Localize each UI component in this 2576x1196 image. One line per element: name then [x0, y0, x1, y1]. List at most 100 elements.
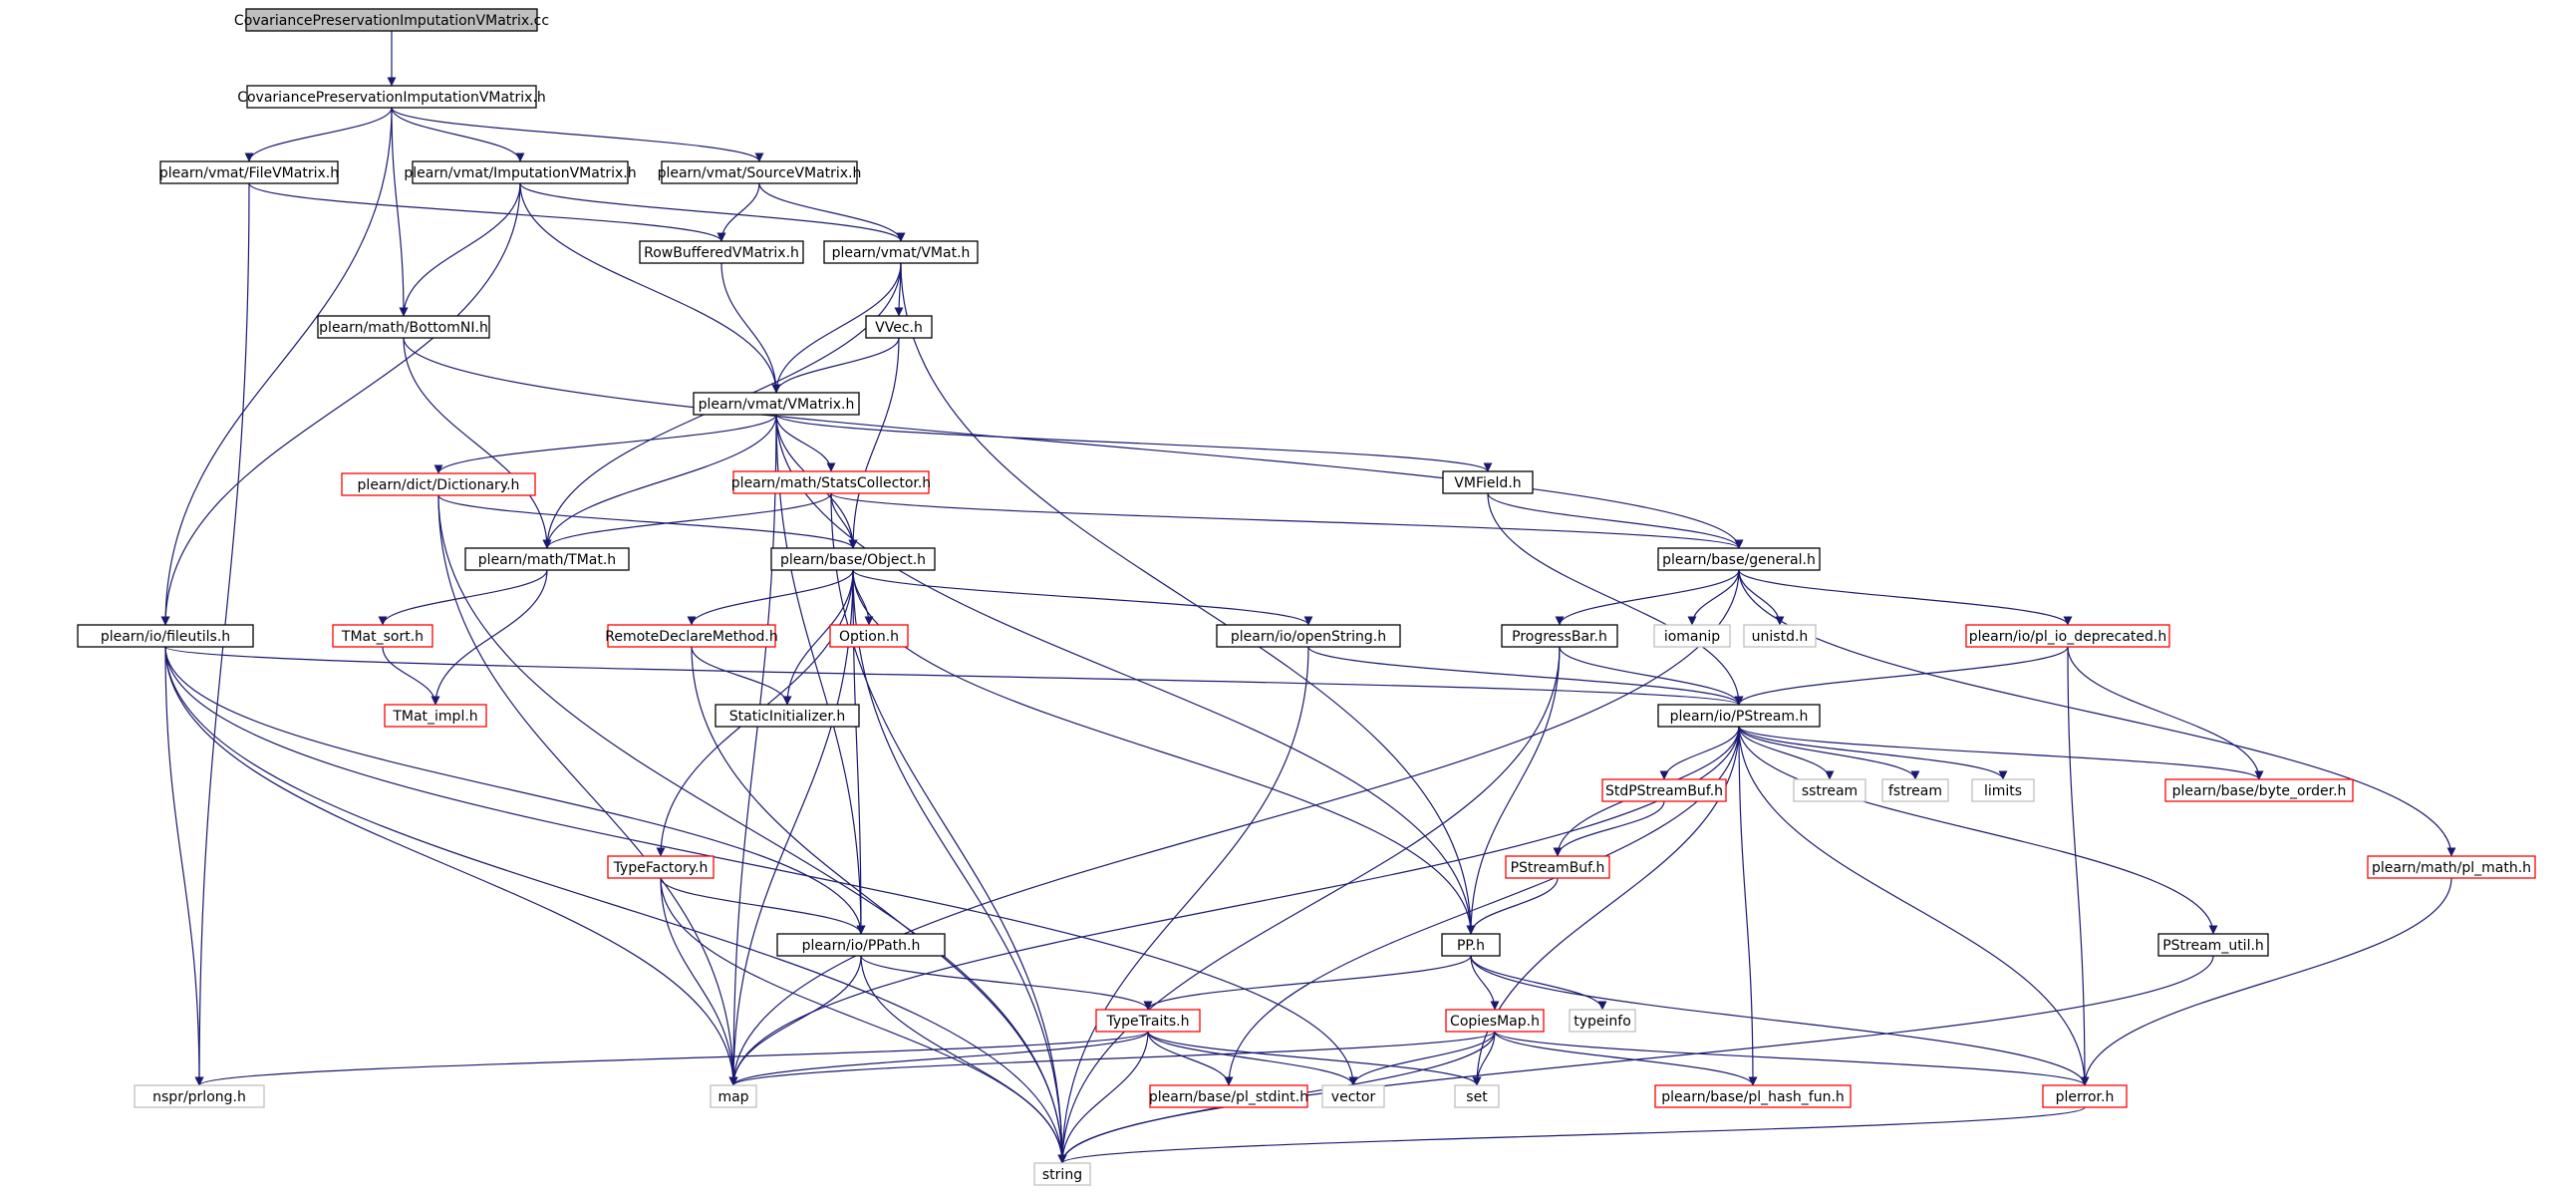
node-progressbar-h[interactable]: ProgressBar.h	[1501, 624, 1618, 648]
node-nspr-prlong-h[interactable]: nspr/prlong.h	[134, 1084, 265, 1108]
node-vector[interactable]: vector	[1321, 1084, 1385, 1108]
edge-pliodep-to-byteorder	[2067, 646, 2264, 780]
edge-dict-to-string	[437, 494, 1067, 1164]
node-set[interactable]: set	[1454, 1084, 1500, 1108]
edge-general-to-pliodep	[1738, 569, 2073, 626]
node-typeinfo[interactable]: typeinfo	[1569, 1009, 1636, 1033]
edge-fileutils-to-nspr	[164, 646, 204, 1086]
node-box	[732, 470, 930, 494]
edge-remote-to-string	[691, 646, 1067, 1164]
node-label: TMat_impl.h	[392, 709, 477, 725]
node-option-h[interactable]: Option.h	[829, 624, 909, 648]
node-box	[2367, 855, 2536, 879]
node-box	[341, 472, 536, 496]
node-plearn-io-openstring-h[interactable]: plearn/io/openString.h	[1216, 624, 1401, 648]
node-plerror-h[interactable]: plerror.h	[2042, 1084, 2128, 1108]
node-rowbufferedvmatrix-h[interactable]: RowBufferedVMatrix.h	[639, 240, 804, 264]
node-plearn-vmat-vmatrix-h[interactable]: plearn/vmat/VMatrix.h	[693, 392, 860, 416]
edge-openstring-to-pstream	[1307, 646, 1744, 706]
node-plearn-base-general-h[interactable]: plearn/base/general.h	[1657, 547, 1821, 571]
edge-pp-to-copiesmap	[1470, 955, 1500, 1011]
node-label: plearn/vmat/VMatrix.h	[699, 397, 855, 413]
node-label: plearn/base/byte_order.h	[2172, 783, 2347, 799]
edge-typetraits-to-nspr	[194, 1031, 1149, 1086]
edge-pstream-to-stdpsb	[1659, 726, 1740, 780]
node-label: VMField.h	[1454, 475, 1521, 491]
edge-vmatrix-to-pp	[775, 414, 1476, 935]
node-tmat-sort-h[interactable]: TMat_sort.h	[332, 624, 433, 648]
node-label: PP.h	[1457, 938, 1485, 954]
node-covariancepreservationimputationvmatrix-cc[interactable]: CovariancePreservationImputationVMatrix.…	[234, 8, 549, 32]
node-staticinitializer-h[interactable]: StaticInitializer.h	[715, 704, 860, 728]
node-remotedeclaremethod-h[interactable]: RemoteDeclareMethod.h	[605, 624, 778, 648]
node-plearn-vmat-filevmatrix-h[interactable]: plearn/vmat/FileVMatrix.h	[159, 160, 339, 184]
edge-vmatrix-to-map	[728, 414, 777, 1086]
node-label: nspr/prlong.h	[152, 1089, 246, 1105]
node-label: plearn/vmat/SourceVMatrix.h	[658, 165, 862, 181]
node-sstream[interactable]: sstream	[1793, 778, 1866, 802]
node-label: string	[1042, 1167, 1082, 1183]
node-pstreambuf-h[interactable]: PStreamBuf.h	[1505, 855, 1610, 879]
node-label: PStreamBuf.h	[1511, 860, 1605, 876]
node-typetraits-h[interactable]: TypeTraits.h	[1095, 1009, 1201, 1033]
edge-filevmat-to-rowbuf	[248, 182, 726, 242]
edge-pliodep-to-pstream	[1734, 646, 2069, 706]
node-label: unistd.h	[1752, 629, 1809, 645]
node-fstream[interactable]: fstream	[1881, 778, 1949, 802]
edge-pstream-to-pstreamutil	[1738, 726, 2218, 935]
node-box	[1569, 1009, 1636, 1033]
node-box	[384, 704, 487, 728]
node-limits[interactable]: limits	[1971, 778, 2035, 802]
node-stdpstreambuf-h[interactable]: StdPStreamBuf.h	[1601, 778, 1727, 802]
node-covariancepreservationimputationvmatrix-h[interactable]: CovariancePreservationImputationVMatrix.…	[237, 85, 546, 109]
node-plearn-base-object-h[interactable]: plearn/base/Object.h	[770, 547, 936, 571]
edge-typetraits-to-string	[1057, 1031, 1149, 1164]
node-plearn-io-fileutils-h[interactable]: plearn/io/fileutils.h	[77, 624, 254, 648]
edge-general-to-iomanip	[1687, 569, 1740, 626]
node-copiesmap-h[interactable]: CopiesMap.h	[1445, 1009, 1545, 1033]
node-vmfield-h[interactable]: VMField.h	[1442, 470, 1534, 494]
node-plearn-io-pl-io-deprecated-h[interactable]: plearn/io/pl_io_deprecated.h	[1965, 624, 2170, 648]
edge-srcvmat-to-vmat	[758, 182, 906, 242]
node-plearn-base-pl-stdint-h[interactable]: plearn/base/pl_stdint.h	[1149, 1084, 1308, 1108]
node-plearn-math-statscollector-h[interactable]: plearn/math/StatsCollector.h	[731, 470, 931, 494]
node-plearn-math-tmat-h[interactable]: plearn/math/TMat.h	[464, 547, 630, 571]
node-label: plearn/io/pl_io_deprecated.h	[1969, 629, 2167, 645]
edge-object-to-map	[728, 569, 854, 1086]
node-plearn-io-pstream-h[interactable]: plearn/io/PStream.h	[1657, 704, 1821, 728]
node-label: ProgressBar.h	[1512, 629, 1607, 645]
node-box	[77, 624, 254, 648]
edge-rowbuf-to-vmatrix	[720, 262, 781, 394]
node-pp-h[interactable]: PP.h	[1441, 933, 1501, 957]
edge-pstream-to-sstream	[1738, 726, 1835, 780]
node-vvec-h[interactable]: VVec.h	[865, 315, 933, 339]
node-label: plearn/math/BottomNI.h	[319, 320, 488, 336]
edge-fileutils-to-string	[164, 646, 1067, 1164]
node-typefactory-h[interactable]: TypeFactory.h	[607, 855, 715, 879]
node-plearn-math-bottomni-h[interactable]: plearn/math/BottomNI.h	[317, 315, 490, 339]
node-string[interactable]: string	[1033, 1162, 1091, 1186]
node-label: plearn/math/TMat.h	[478, 552, 616, 568]
node-plearn-vmat-imputationvmatrix-h[interactable]: plearn/vmat/ImputationVMatrix.h	[404, 160, 637, 184]
node-label: set	[1466, 1089, 1488, 1105]
node-plearn-base-pl-hash-fun-h[interactable]: plearn/base/pl_hash_fun.h	[1654, 1084, 1852, 1108]
node-pstream-util-h[interactable]: PStream_util.h	[2157, 933, 2269, 957]
nodes-layer: CovariancePreservationImputationVMatrix.…	[77, 8, 2536, 1186]
node-label: plearn/math/pl_math.h	[2372, 860, 2531, 876]
node-plearn-vmat-sourcevmatrix-h[interactable]: plearn/vmat/SourceVMatrix.h	[658, 160, 862, 184]
node-map[interactable]: map	[710, 1084, 757, 1108]
node-plearn-vmat-vmat-h[interactable]: plearn/vmat/VMat.h	[823, 240, 979, 264]
node-plearn-io-ppath-h[interactable]: plearn/io/PPath.h	[776, 933, 946, 957]
node-iomanip[interactable]: iomanip	[1653, 624, 1731, 648]
node-box	[2157, 933, 2269, 957]
node-plearn-dict-dictionary-h[interactable]: plearn/dict/Dictionary.h	[341, 472, 536, 496]
edge-stats-to-tmat	[542, 492, 832, 549]
node-label: iomanip	[1664, 629, 1720, 645]
node-plearn-math-pl-math-h[interactable]: plearn/math/pl_math.h	[2367, 855, 2536, 879]
node-plearn-base-byte-order-h[interactable]: plearn/base/byte_order.h	[2164, 778, 2354, 802]
node-tmat-impl-h[interactable]: TMat_impl.h	[384, 704, 487, 728]
edge-h-to-filevmat	[244, 107, 393, 162]
node-box	[829, 624, 909, 648]
node-unistd-h[interactable]: unistd.h	[1743, 624, 1817, 648]
edge-impvmat-to-fileutils	[160, 182, 521, 626]
